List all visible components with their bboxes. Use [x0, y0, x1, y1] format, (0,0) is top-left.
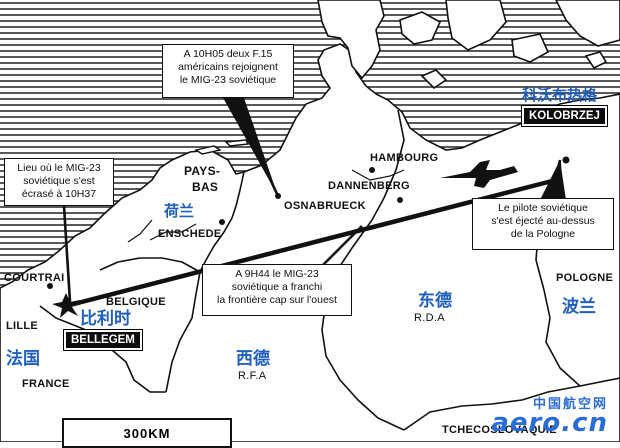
cn-label-france: 法国: [6, 349, 40, 369]
callout-crash: Lieu où le MIG-23 soviétique s'est écras…: [4, 158, 114, 206]
pointer-interception-wedge: [222, 96, 278, 196]
watermark-en: aero.cn: [491, 408, 608, 438]
border-belgium-north: [99, 257, 201, 273]
plate-kolobrzeg: KOLOBRZEJ: [521, 105, 608, 127]
pointer-ejection-wedge: [540, 160, 566, 200]
city-dot-enschede: [219, 219, 225, 225]
scale-bar: 300KM: [62, 418, 232, 448]
cn-label-poland: 波兰: [562, 297, 596, 317]
label-pologne: POLOGNE: [556, 272, 614, 284]
danish-island: [399, 11, 442, 45]
city-dot-osnabrueck: [275, 193, 281, 199]
mig23-aircraft-icon: [440, 160, 518, 188]
danish-island: [511, 33, 550, 63]
crash-site-star-icon: [52, 293, 80, 318]
frisian-island: [224, 139, 250, 147]
river: [127, 219, 153, 243]
plate-bellegem: BELLEGEM: [63, 329, 143, 351]
label-hambourg: HAMBOURG: [370, 152, 439, 164]
label-lille: LILLE: [6, 320, 39, 332]
danish-island: [420, 69, 448, 90]
label-courtrai: COURTRAI: [4, 272, 65, 284]
city-dot-hambourg: [369, 167, 375, 173]
border-belgium-germany: [165, 271, 201, 393]
callout-border: A 9H44 le MIG-23 soviétique a franchi la…: [202, 264, 352, 316]
callout-interception: A 10H05 deux F.15 américains rejoignent …: [162, 44, 294, 98]
label-pays-bas-2: BAS: [192, 180, 219, 194]
watermark-logo: 中国航空网 aero.cn: [491, 393, 608, 438]
border-netherlands-germany: [199, 171, 245, 273]
danish-island: [445, 0, 507, 51]
danish-island: [584, 51, 608, 70]
cn-label-east-germany: 东德: [418, 291, 452, 311]
label-france: FRANCE: [22, 378, 70, 390]
label-belgique: BELGIQUE: [106, 296, 166, 308]
city-dot-courtrai: [47, 283, 53, 289]
scale-label: 300KM: [123, 426, 171, 441]
label-rda: R.D.A: [414, 312, 445, 324]
label-enschede: ENSCHEDE: [158, 228, 222, 240]
cn-label-kolobrzeg: 科沃布热格: [522, 86, 598, 104]
watermark-cn: 中国航空网: [532, 397, 608, 412]
pointer-crash: [62, 205, 72, 303]
city-dot-dannenberg: [397, 197, 403, 203]
label-rfa: R.F.A: [238, 370, 267, 382]
label-osnabrueck: OSNABRUECK: [284, 200, 366, 212]
pointer-border: [319, 225, 363, 269]
border-belgium-france: [39, 305, 166, 393]
denmark-peninsula: [317, 0, 385, 80]
river: [149, 223, 197, 241]
cn-label-belgium: 比利时: [80, 309, 131, 329]
label-dannenberg: DANNENBERG: [328, 180, 410, 192]
border-czechoslovakia: [403, 377, 620, 431]
river: [351, 169, 405, 181]
label-tchecoslovaquie: TCHECOSLOVAQUIE: [442, 424, 557, 436]
label-pays-bas-1: PAYS-: [184, 164, 221, 178]
swedish-coast: [555, 0, 620, 47]
frisian-island: [194, 145, 222, 155]
callout-ejection: Le pilote soviétique s'est éjecté au-des…: [472, 198, 614, 250]
cn-label-west-germany: 西德: [236, 349, 270, 369]
city-dot-kolobrzeg: [562, 156, 570, 164]
cn-label-netherlands: 荷兰: [164, 202, 195, 220]
